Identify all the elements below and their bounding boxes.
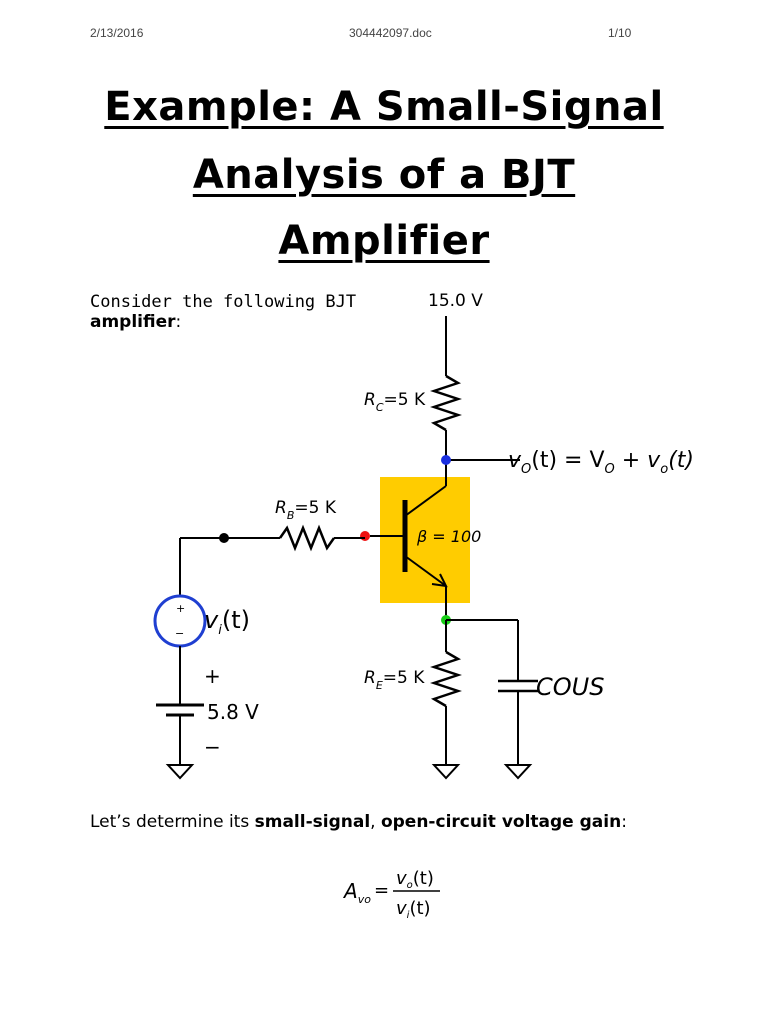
gain-equation: Avo = vo(t) vi(t) xyxy=(342,868,440,921)
input-node xyxy=(219,533,229,543)
transistor-highlight xyxy=(380,477,470,603)
re-resistor xyxy=(430,650,462,708)
rb-label: RB=5 K xyxy=(275,498,337,522)
re-label: RE=5 K xyxy=(364,668,425,692)
header-date: 2/13/2016 xyxy=(90,26,144,40)
rb-resistor xyxy=(278,524,336,552)
header-filename: 304442097.doc xyxy=(349,26,432,40)
collector-node xyxy=(441,455,451,465)
gain-lhs: Avo xyxy=(342,879,371,906)
title-line-2: Analysis of a BJT xyxy=(192,152,576,198)
vi-label: vi(t) xyxy=(204,606,250,638)
equals-sign: = xyxy=(374,880,389,901)
gain-denominator: vi(t) xyxy=(396,898,431,921)
supply-voltage-label: 15.0 V xyxy=(428,291,483,311)
rc-resistor xyxy=(430,374,462,432)
source-plus: + xyxy=(176,602,185,615)
source-minus: − xyxy=(175,627,184,640)
gain-numerator: vo(t) xyxy=(396,868,434,891)
bias-plus: + xyxy=(204,664,221,688)
bias-voltage: 5.8 V xyxy=(207,700,259,724)
title-line-3: Amplifier xyxy=(278,218,490,264)
bjt-circuit-diagram: 15.0 V RC=5 K vO(t) = VO + vo(t) β = 100… xyxy=(153,291,694,780)
beta-label: β = 100 xyxy=(416,527,481,546)
intro-text: Consider the following BJT amplifier: xyxy=(90,292,357,332)
ground-icon-right xyxy=(503,764,533,780)
title-line-1: Example: A Small-Signal xyxy=(104,84,664,130)
capacitor-label: COUS xyxy=(536,673,604,701)
vo-expression: vO(t) = VO + vo(t) xyxy=(508,448,694,477)
ground-icon-left xyxy=(165,764,195,780)
ground-icon-middle xyxy=(431,764,461,780)
determine-text: Let’s determine its small-signal, open-c… xyxy=(90,812,627,832)
header-page: 1/10 xyxy=(608,26,632,40)
bias-minus: − xyxy=(204,735,221,759)
rc-label: RC=5 K xyxy=(364,390,426,414)
base-node xyxy=(360,531,370,541)
